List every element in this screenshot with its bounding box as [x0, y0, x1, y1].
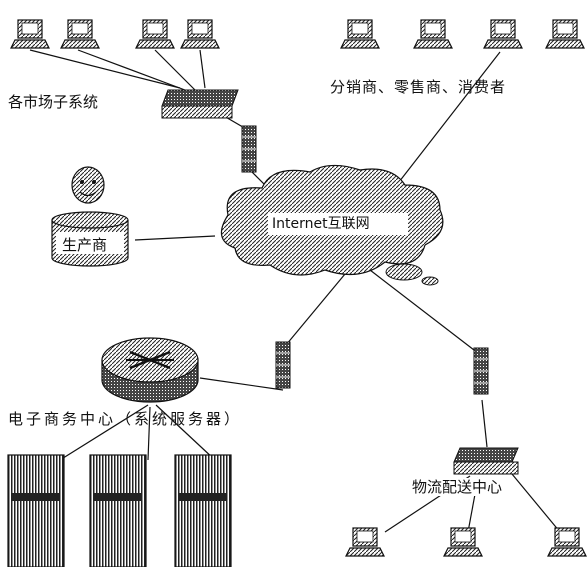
- server-group: [7, 454, 232, 567]
- firewall-icon: [275, 341, 291, 389]
- computer-icon: [10, 19, 50, 49]
- connection-lines: [29, 49, 561, 533]
- server-icon: [89, 454, 147, 567]
- logistics-switch-icon: [453, 447, 519, 475]
- logistics-computers: [345, 527, 587, 557]
- computer-icon: [483, 19, 523, 49]
- producer-label: 生产商: [62, 236, 108, 254]
- computer-icon: [443, 527, 483, 557]
- computer-icon: [60, 19, 100, 49]
- internet-cloud-icon: [220, 164, 444, 286]
- server-icon: [7, 454, 65, 567]
- distributor-computers: [340, 19, 585, 49]
- computer-icon: [345, 527, 385, 557]
- computer-icon: [547, 527, 587, 557]
- computer-icon: [413, 19, 453, 49]
- market-systems-label: 各市场子系统: [8, 93, 99, 111]
- server-icon: [174, 454, 232, 567]
- switch-icon: [161, 89, 239, 119]
- ecommerce-center-label: 电子商务中心（系统服务器）: [8, 410, 243, 428]
- logistics-center-label: 物流配送中心: [412, 478, 503, 496]
- market-system-computers: [10, 19, 220, 49]
- computer-icon: [340, 19, 380, 49]
- internet-label: Internet互联网: [272, 216, 370, 232]
- computer-icon: [135, 19, 175, 49]
- router-icon: [101, 337, 199, 403]
- firewall-icon: [473, 347, 489, 395]
- producer-icon: [51, 166, 129, 267]
- firewall-icon: [241, 125, 257, 173]
- distributors-label: 分销商、零售商、消费者: [330, 78, 507, 96]
- computer-icon: [180, 19, 220, 49]
- computer-icon: [545, 19, 585, 49]
